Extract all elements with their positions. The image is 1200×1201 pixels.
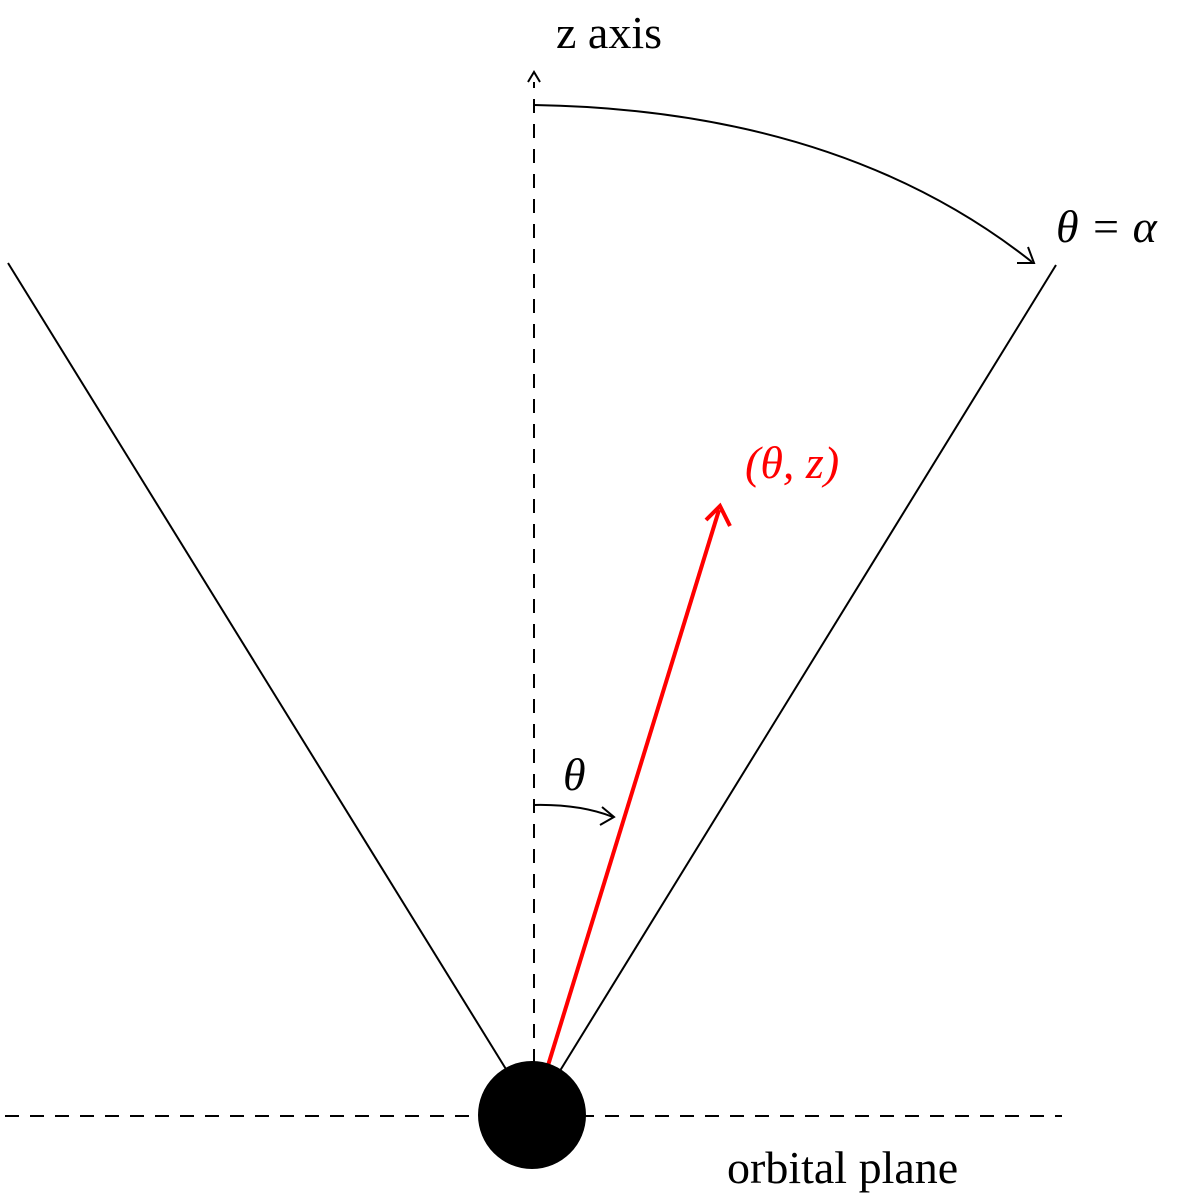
cone-edge-left	[7, 262, 510, 1075]
orbital-plane-label: orbital plane	[727, 1142, 958, 1193]
z-axis-label: z axis	[556, 7, 662, 58]
theta-arc-arrowhead	[599, 806, 616, 826]
cone-edge-right	[557, 264, 1057, 1075]
point-label: (θ, z)	[745, 437, 839, 488]
cone-edge-label: θ = α	[1056, 201, 1158, 252]
theta-arc	[533, 803, 614, 818]
central-body	[478, 1061, 586, 1169]
position-vector-arrowhead	[704, 502, 732, 527]
position-vector	[544, 509, 721, 1073]
alpha-arc-arrowhead	[1017, 246, 1036, 264]
z-axis-arrowhead	[527, 70, 541, 83]
alpha-arc	[533, 104, 1033, 263]
theta-label: θ	[563, 749, 586, 800]
